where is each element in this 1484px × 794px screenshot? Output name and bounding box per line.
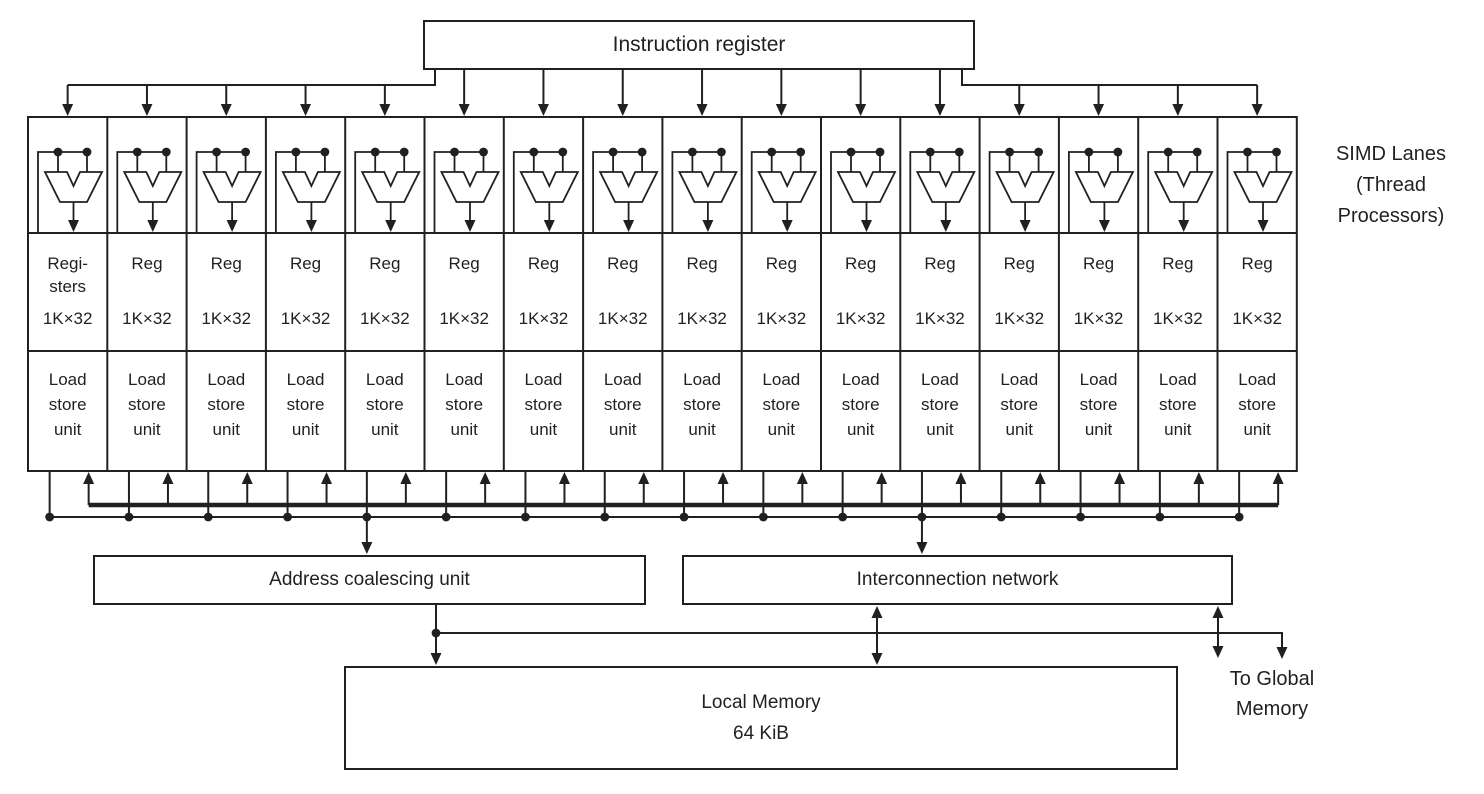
to-global-memory-label: To Global Memory [1229, 668, 1315, 720]
lane-16-registers-label: Reg [1241, 254, 1273, 273]
lane-5-registers-label: Reg [369, 254, 401, 273]
interconnection-network-label: Interconnection network [856, 569, 1059, 590]
lane-16-load-store-unit-label: Load store unit [1238, 370, 1277, 439]
lane-3-load-store-unit-label: Load store unit [207, 370, 246, 439]
lane-10-load-store-unit-label: Load store unit [762, 370, 801, 439]
instruction-register-label: Instruction register [612, 33, 786, 56]
memory-interconnect-wires [430, 605, 1288, 665]
lane-11-load-store-unit-label: Load store unit [841, 370, 880, 439]
memory-bus-wires [45, 471, 1284, 554]
alu-symbols [37, 147, 1293, 233]
lane-1-load-store-unit-label: Load store unit [48, 370, 87, 439]
address-coalescing-unit-box: Address coalescing unit [93, 555, 646, 605]
lane-5-register-size-label: 1K×32 [360, 309, 410, 328]
lane-2-load-store-unit-label: Load store unit [128, 370, 166, 439]
lane-7-load-store-unit-label: Load store unit [524, 370, 563, 439]
local-memory-box: Local Memory 64 KiB [344, 666, 1178, 770]
lane-7-registers-label: Reg [527, 254, 560, 273]
lane-10-register-size-label: 1K×32 [756, 309, 807, 328]
lane-3-registers-label: Reg [210, 254, 242, 273]
lane-4-register-size-label: 1K×32 [280, 309, 331, 328]
lane-13-register-size-label: 1K×32 [994, 309, 1045, 328]
lane-12-register-size-label: 1K×32 [915, 309, 965, 328]
lane-15-load-store-unit-label: Load store unit [1158, 370, 1197, 439]
lane-6-register-size-label: 1K×32 [439, 309, 489, 328]
lane-10-registers-label: Reg [765, 254, 797, 273]
lane-8-registers-label: Reg [607, 254, 639, 273]
lane-2-registers-label: Reg [131, 254, 163, 273]
lane-15-registers-label: Reg [1162, 254, 1194, 273]
lane-1-register-size-label: 1K×32 [42, 309, 93, 328]
lane-12-load-store-unit-label: Load store unit [921, 370, 959, 439]
lane-15-register-size-label: 1K×32 [1153, 309, 1203, 328]
lane-7-register-size-label: 1K×32 [518, 309, 569, 328]
interconnection-network-box: Interconnection network [682, 555, 1233, 605]
lane-14-registers-label: Reg [1082, 254, 1115, 273]
lane-13-load-store-unit-label: Load store unit [1000, 370, 1039, 439]
lane-6-load-store-unit-label: Load store unit [445, 370, 484, 439]
instruction-dispatch-wires [62, 70, 1263, 116]
lane-2-register-size-label: 1K×32 [122, 309, 172, 328]
lane-8-register-size-label: 1K×32 [597, 309, 648, 328]
lane-grid [27, 116, 1298, 472]
lane-3-register-size-label: 1K×32 [201, 309, 252, 328]
lane-5-load-store-unit-label: Load store unit [365, 370, 404, 439]
lane-13-registers-label: Reg [1003, 254, 1035, 273]
lane-14-load-store-unit-label: Load store unit [1079, 370, 1118, 439]
lane-8-load-store-unit-label: Load store unit [603, 370, 642, 439]
lane-1-registers-label: Regi- sters [47, 254, 88, 296]
local-memory-label: Local Memory 64 KiB [701, 692, 821, 744]
lane-14-register-size-label: 1K×32 [1073, 309, 1124, 328]
lane-16-register-size-label: 1K×32 [1232, 309, 1282, 328]
lane-9-register-size-label: 1K×32 [677, 309, 727, 328]
lane-11-register-size-label: 1K×32 [835, 309, 886, 328]
address-coalescing-unit-label: Address coalescing unit [269, 569, 470, 590]
lane-6-registers-label: Reg [448, 254, 480, 273]
lane-4-load-store-unit-label: Load store unit [286, 370, 325, 439]
lane-9-load-store-unit-label: Load store unit [683, 370, 721, 439]
lane-4-registers-label: Reg [289, 254, 322, 273]
lane-12-registers-label: Reg [924, 254, 956, 273]
lane-11-registers-label: Reg [845, 254, 877, 273]
lane-9-registers-label: Reg [686, 254, 718, 273]
instruction-register-box: Instruction register [423, 20, 975, 70]
simd-lanes-side-label: SIMD Lanes (Thread Processors) [1335, 143, 1447, 227]
